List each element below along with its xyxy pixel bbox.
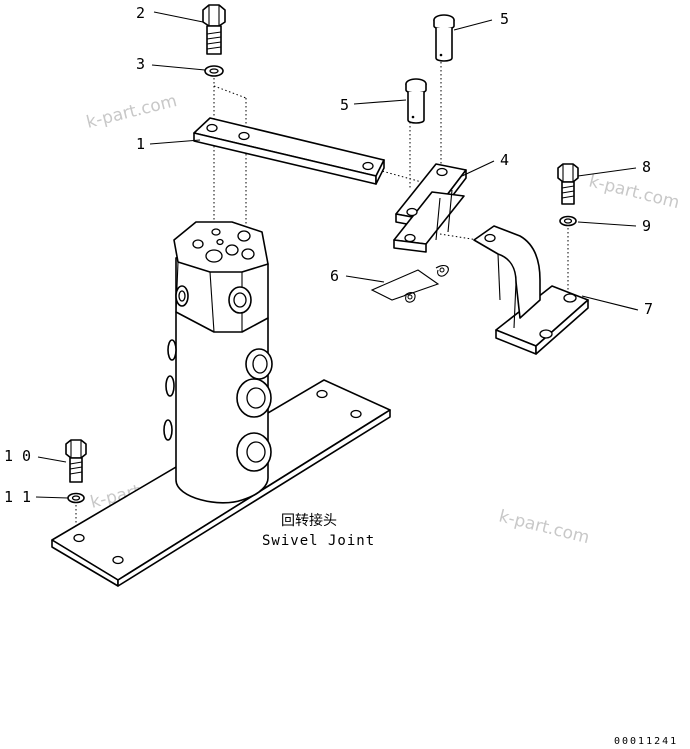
bolt (202, 4, 226, 55)
callout-2: 2 (136, 4, 145, 22)
callout-7: 7 (644, 300, 653, 318)
pin (405, 78, 427, 124)
leader-lines (35, 11, 639, 499)
callout-4: 4 (500, 151, 509, 169)
support-bracket (473, 225, 589, 355)
pin (433, 14, 455, 62)
callout-10: 1 0 (4, 447, 31, 465)
caption-english: Swivel Joint (262, 533, 375, 549)
alignment-lines (75, 62, 569, 534)
watermark: k-part.com (84, 91, 179, 133)
callout-9: 9 (642, 217, 651, 235)
clip-set (370, 265, 449, 303)
washer (559, 215, 577, 227)
callout-3: 3 (136, 55, 145, 73)
callout-6: 6 (330, 267, 339, 285)
bolt (557, 163, 579, 205)
callout-5: 5 (500, 10, 509, 28)
callout-11: 1 1 (4, 488, 31, 506)
link-bar (193, 117, 385, 185)
washer (67, 492, 85, 504)
caption-chinese: 回转接头 (281, 512, 337, 529)
bracket (393, 163, 467, 253)
callout-1: 1 (136, 135, 145, 153)
callout-8: 8 (642, 158, 651, 176)
bolt (65, 439, 87, 483)
callout-5: 5 (340, 96, 349, 114)
watermark: k-part.com (587, 171, 682, 213)
document-id: 00011241 (614, 736, 678, 747)
washer (204, 65, 224, 77)
watermark: k-part.com (497, 506, 592, 548)
swivel-joint (163, 221, 273, 504)
